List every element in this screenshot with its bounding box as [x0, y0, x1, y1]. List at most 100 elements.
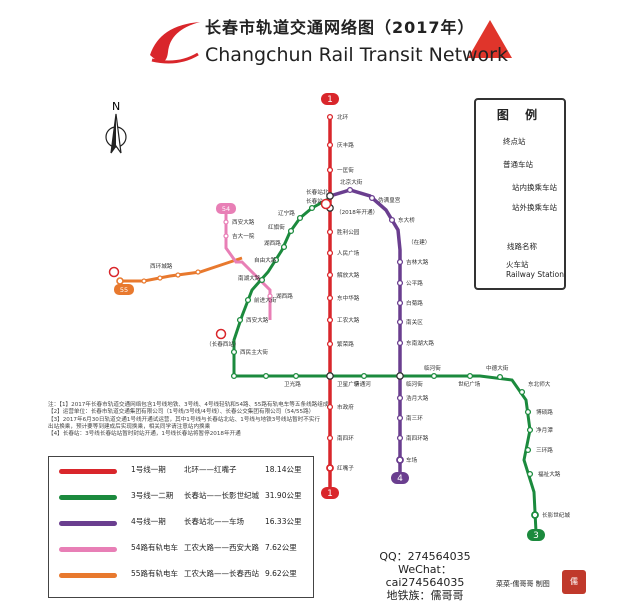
line-badge-54: 54 [216, 203, 236, 214]
station-label: 车场 [406, 456, 418, 464]
legend-line-name-label: 线路名称 [507, 242, 537, 251]
legend-terminal-label: 终点站 [503, 137, 526, 146]
station-label: 伪满皇宫 [378, 196, 401, 204]
station-label: 工农大路 [337, 316, 360, 324]
station-label: 南三环 [406, 414, 423, 422]
seal-stamp: 儒 [562, 570, 586, 594]
station-label: 解放大路 [337, 271, 360, 279]
summary-row: 55路有轨电车 工农大路——长春西站 9.62公里 [49, 565, 313, 589]
notes-block: 注：【1】2017年长春市轨道交通网络包含1号线地铁、3号线、4号线轻轨和54路… [48, 402, 348, 438]
summary-line-name: 3号线一二期 [131, 491, 174, 500]
note-line: 【4】长春站：3号线长春站站暂时封站开通，1号线长春站将暂停2018年开通 [48, 431, 241, 438]
line-badge-text: 1 [327, 489, 333, 499]
contact-tribe: 地铁族：儒哥哥 [386, 589, 464, 602]
direction-triangle-icon [468, 20, 512, 58]
station-label: 临河街 [424, 364, 441, 372]
credit-text: 菜菜-儒哥哥 制图 [496, 580, 550, 588]
map-title-cn: 长春市轨道交通网络图（2017年） [205, 18, 475, 37]
line-badge-text: 55 [120, 286, 128, 294]
station-label: 北环 [337, 113, 349, 121]
legend-interchange-out-label: 站外换乘车站 [512, 203, 557, 212]
summary-row: 4号线一期 长春站北——车场 16.33公里 [49, 513, 313, 537]
station-label: 南四环路 [406, 434, 429, 442]
summary-row: 54路有轨电车 工农大路——西安大路 7.62公里 [49, 539, 313, 563]
station-label: 临河街 [406, 380, 423, 388]
station-label: 三环路 [536, 446, 553, 454]
summary-line-name: 54路有轨电车 [131, 543, 179, 552]
line-summary-table: 1号线一期 北环——红嘴子 18.14公里 3号线一二期 长春站——长影世纪城 … [48, 456, 314, 598]
note-line: 出站换乘，预计要等到建成后实现换乘，相关同学请注意站内换乘 [48, 423, 211, 430]
station-note: （长春西站） [206, 340, 240, 348]
station-label: 白菊路 [406, 299, 423, 307]
line-badge-1-top: 1 [321, 93, 339, 105]
station-label: 长春站北 [306, 188, 329, 196]
summary-line-swatch [59, 521, 117, 526]
note-line: 注：【1】2017年长春市轨道交通网络包含1号线地铁、3号线、4号线轻轨和54路… [48, 402, 329, 408]
station-label: 净月潭 [536, 426, 553, 434]
station-label: 伊通河 [354, 380, 371, 388]
station-label: 中德大街 [486, 364, 509, 372]
station-label: 南湖大路 [238, 274, 261, 282]
station-label: 市政府 [337, 403, 354, 411]
line-3-stations: 长春站 辽宁路 红旗街 湖西路 自由大路 南湖大路 前进大街 西安大路 西民主大… [230, 197, 570, 519]
summary-line-route: 长春站北——车场 [184, 517, 244, 526]
line-badge-text: 1 [327, 95, 333, 105]
note-line: 【3】2017年6月30日轨道交通1号线开通试运营，其中1号线与长春站北站、1号… [48, 416, 321, 423]
note-line: 【2】运营单位：长春市轨道交通集团有限公司（1号线/3号线/4号线）、长春公交集… [48, 409, 315, 416]
line-55 [120, 256, 243, 283]
station-label: 东北师大 [528, 380, 551, 388]
line-badge-text: 4 [397, 474, 403, 484]
station-label: 吉林大路 [406, 258, 429, 266]
station-label: 福祉大路 [538, 470, 561, 478]
station-label: 南关区 [406, 318, 423, 326]
line-1-stations: 北环 庆丰路 一匡街 长春站北 胜利公园 人民广场 解放大路 东中华路 工农大路… [306, 113, 360, 472]
legend-interchange-in-label: 站内换乘车站 [512, 183, 557, 192]
summary-line-name: 1号线一期 [131, 465, 166, 474]
summary-line-route: 工农大路——长春西站 [184, 569, 259, 578]
station-label: 繁荣路 [337, 340, 354, 348]
summary-line-length: 7.62公里 [265, 543, 297, 552]
station-label: 长影世纪城 [542, 511, 570, 519]
station-label: 人民广场 [337, 249, 360, 257]
station-note: （在建） [408, 238, 430, 246]
logo [150, 22, 200, 64]
line-badge-55: 55 [114, 284, 134, 295]
station-label: 南四环 [337, 434, 354, 442]
station-label: 吉大一院 [232, 232, 255, 240]
station-label: 西安大路 [232, 218, 255, 226]
station-label: 卫光路 [284, 380, 301, 388]
station-label: 一匡街 [337, 166, 354, 174]
legend-railway-cn-label: 火车站 [506, 260, 529, 269]
station-note: （2018年开通） [336, 208, 378, 216]
line-badge-1-bottom: 1 [321, 487, 339, 499]
station-label: 红嘴子 [337, 464, 354, 472]
compass-label: N [112, 100, 120, 113]
line-badge-text: 54 [222, 205, 230, 213]
station-label: 博硕路 [536, 408, 553, 416]
summary-line-length: 16.33公里 [265, 517, 302, 526]
line-3 [232, 196, 538, 533]
summary-line-swatch [59, 573, 117, 578]
summary-row: 1号线一期 北环——红嘴子 18.14公里 [49, 461, 313, 485]
station-label: 公平路 [406, 279, 423, 287]
contact-info: QQ：274564035 WeChat：cai274564035 地铁族：儒哥哥 [360, 550, 490, 602]
station-label: 自由大路 [254, 256, 277, 264]
station-label: 庆丰路 [337, 141, 354, 149]
summary-line-route: 长春站——长影世纪城 [184, 491, 259, 500]
legend-panel: 图 例 [474, 98, 566, 290]
line-badge-3: 3 [527, 529, 545, 541]
station-label: 西安大路 [246, 316, 269, 324]
legend-title: 图 例 [496, 108, 544, 122]
summary-row: 3号线一二期 长春站——长影世纪城 31.90公里 [49, 487, 313, 511]
line-badge-4: 4 [391, 472, 409, 484]
summary-line-name: 55路有轨电车 [131, 569, 179, 578]
station-label: 红旗街 [268, 223, 285, 231]
contact-wechat: WeChat：cai274564035 [385, 563, 465, 589]
summary-line-route: 工农大路——西安大路 [184, 543, 259, 552]
station-label: 长春站 [306, 197, 323, 205]
compass-icon: N [105, 100, 127, 154]
summary-line-name: 4号线一期 [131, 517, 166, 526]
station-label: 湖西路 [264, 239, 281, 247]
station-label: 东中华路 [337, 294, 360, 302]
